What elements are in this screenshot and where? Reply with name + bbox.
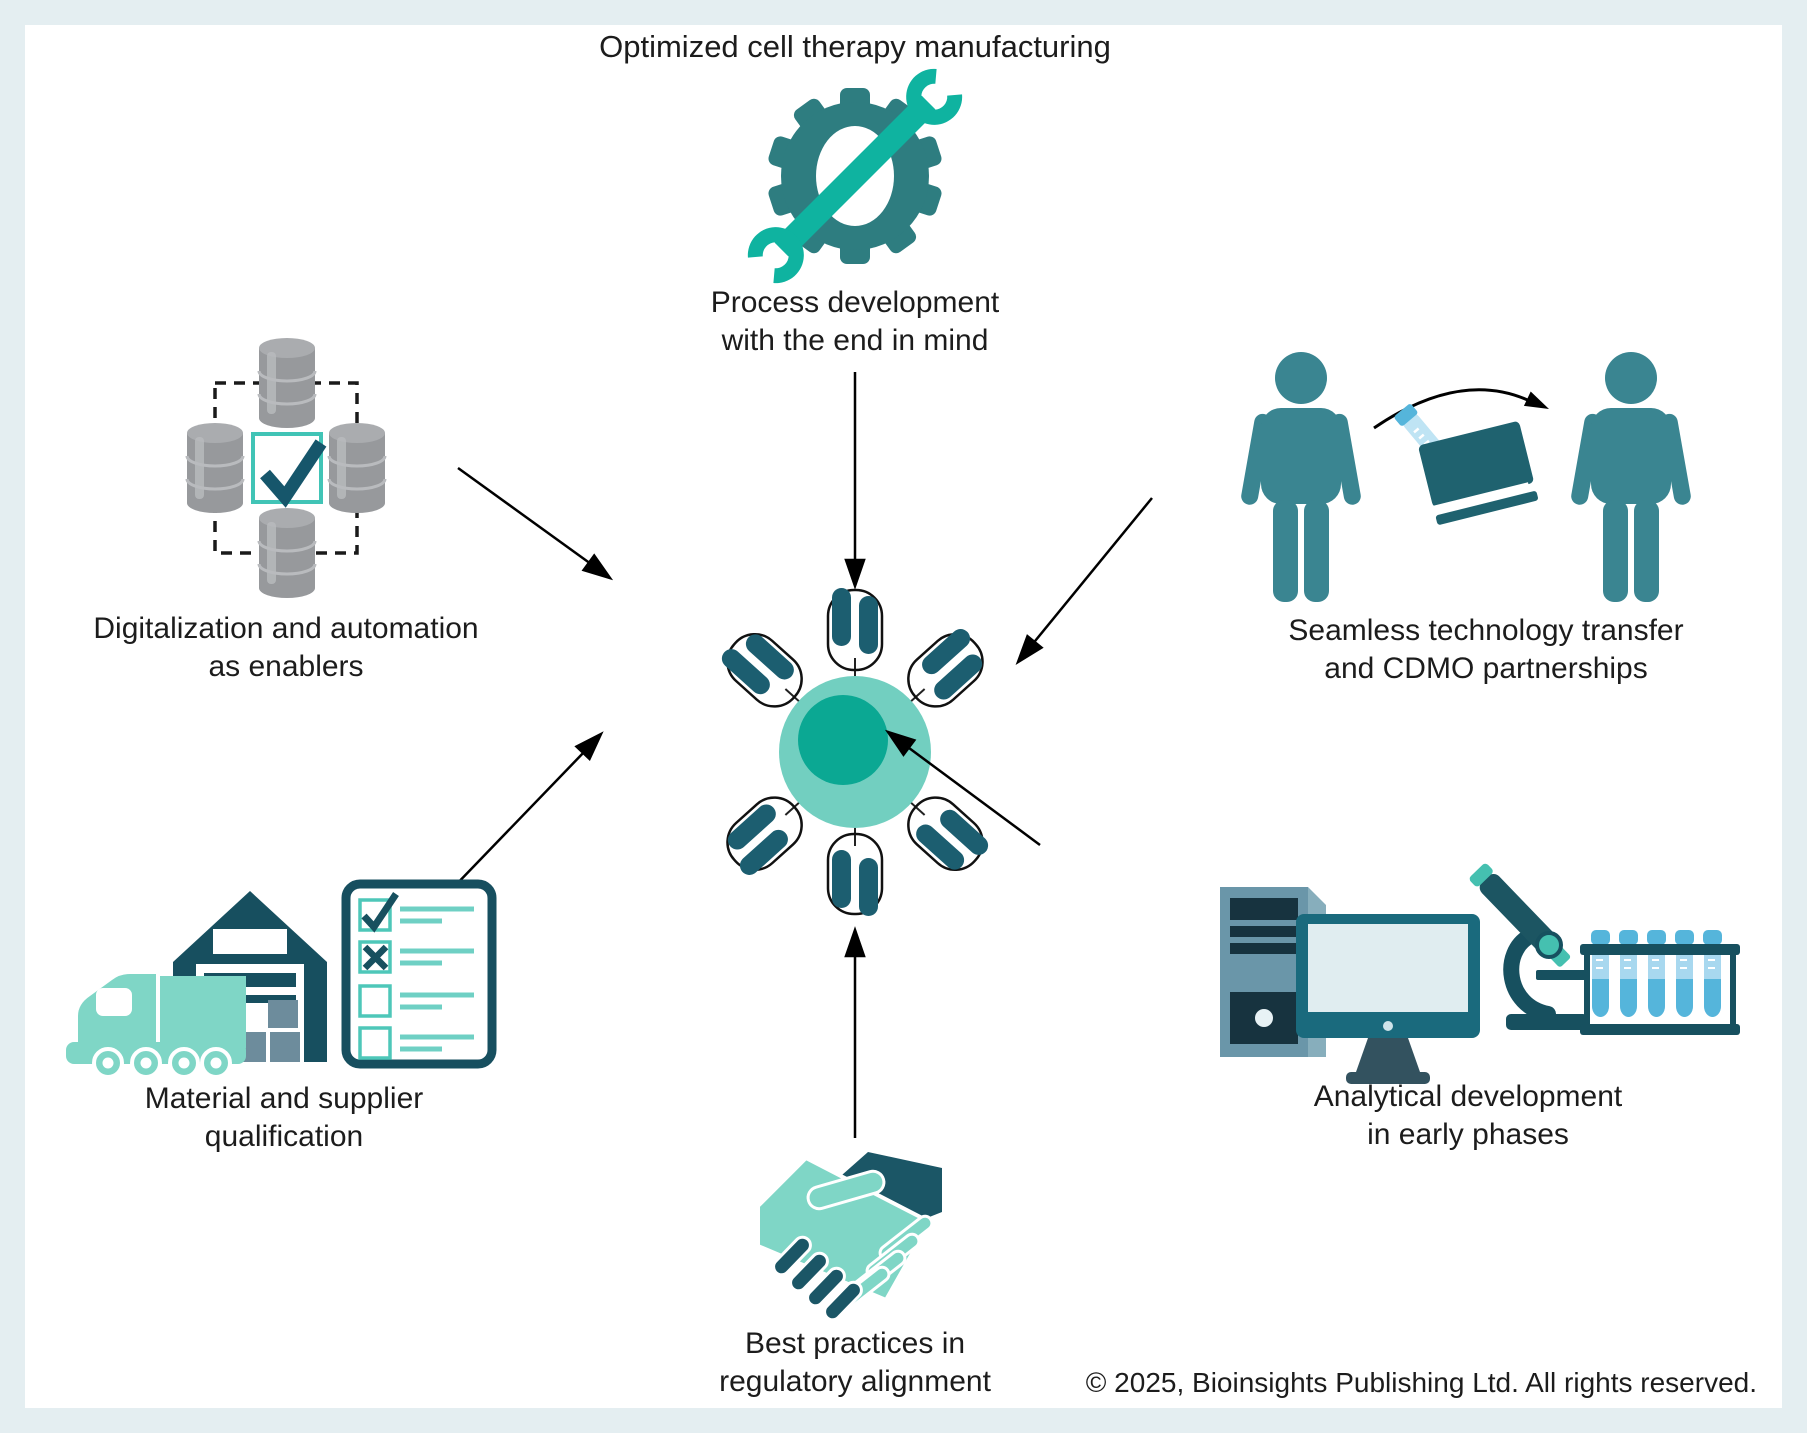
database-icon: [327, 421, 387, 515]
arrow-top: [844, 372, 866, 590]
technology-transfer-icon: [1239, 352, 1693, 602]
test-tube-rack-icon: [1580, 929, 1740, 1035]
arrow-bottom: [844, 926, 866, 1138]
monitor-icon: [1296, 914, 1480, 1084]
checklist-icon: [341, 879, 497, 1069]
label-analytical-development: Analytical development in early phases: [1314, 1078, 1623, 1154]
material-qualification-icon: [66, 879, 497, 1079]
label-line: Material and supplier: [144, 1082, 424, 1115]
arrow-lower-right: [884, 729, 1041, 847]
label-line: with the end in mind: [721, 324, 989, 357]
label-line: in early phases: [1367, 1118, 1569, 1151]
handshake-icon: [756, 1152, 942, 1322]
arrow-lower-left: [449, 731, 604, 892]
arrow-upper-right: [1015, 497, 1153, 665]
wrench-icon: [747, 68, 963, 284]
label-line: Seamless technology transfer: [1288, 614, 1684, 647]
arrow-upper-left: [457, 466, 614, 581]
label-line: Analytical development: [1313, 1080, 1623, 1113]
checkmark-icon: [260, 439, 327, 508]
database-icon: [257, 506, 317, 600]
gear-wrench-icon: [747, 68, 963, 284]
person-icon: [1239, 352, 1363, 602]
cell-icon: [714, 586, 996, 918]
label-process-development: Process development with the end in mind: [711, 284, 1000, 360]
person-icon: [1569, 352, 1693, 602]
arrows: [449, 372, 1153, 1138]
label-line: Process development: [710, 286, 1000, 319]
label-technology-transfer: Seamless technology transfer and CDMO pa…: [1288, 612, 1683, 688]
cell-receptor: [826, 586, 884, 688]
cell-receptor: [826, 816, 884, 918]
cross-icon: [362, 944, 389, 971]
transfer-arrow-icon: [1373, 388, 1549, 430]
database-icon: [257, 336, 317, 430]
check-icon: [361, 892, 399, 933]
label-line: Digitalization and automation: [93, 612, 479, 645]
truck-icon: [66, 974, 246, 1079]
label-material-qualification: Material and supplier qualification: [145, 1080, 423, 1156]
microscope-icon: [1469, 863, 1588, 1030]
label-line: Best practices in: [744, 1327, 966, 1360]
copyright-notice: © 2025, Bioinsights Publishing Ltd. All …: [1085, 1367, 1757, 1398]
database-icon: [185, 421, 245, 515]
label-digitalization: Digitalization and automation as enabler…: [93, 610, 478, 686]
cell-nucleus: [798, 695, 888, 785]
label-line: regulatory alignment: [719, 1365, 991, 1398]
label-regulatory-alignment: Best practices in regulatory alignment: [719, 1325, 991, 1401]
label-line: and CDMO partnerships: [1324, 652, 1648, 685]
label-line: as enablers: [208, 650, 364, 683]
label-line: qualification: [204, 1120, 364, 1153]
diagram-title: Optimized cell therapy manufacturing: [599, 29, 1111, 64]
digitalization-icon: [185, 336, 387, 600]
book-icon: [1418, 421, 1538, 525]
analytical-icon: [1220, 863, 1740, 1084]
